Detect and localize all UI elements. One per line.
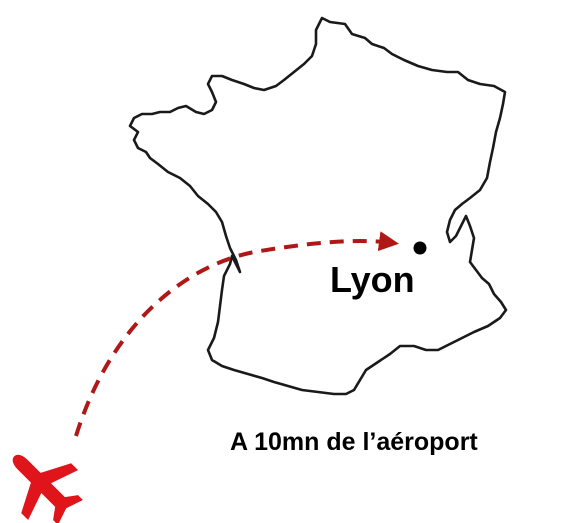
france-outline (128, 16, 508, 396)
airplane-icon (12, 454, 83, 523)
airport-distance-caption: A 10mn de l’aéroport (230, 428, 478, 456)
city-dot-icon (413, 241, 427, 255)
city-label-lyon: Lyon (330, 259, 415, 300)
